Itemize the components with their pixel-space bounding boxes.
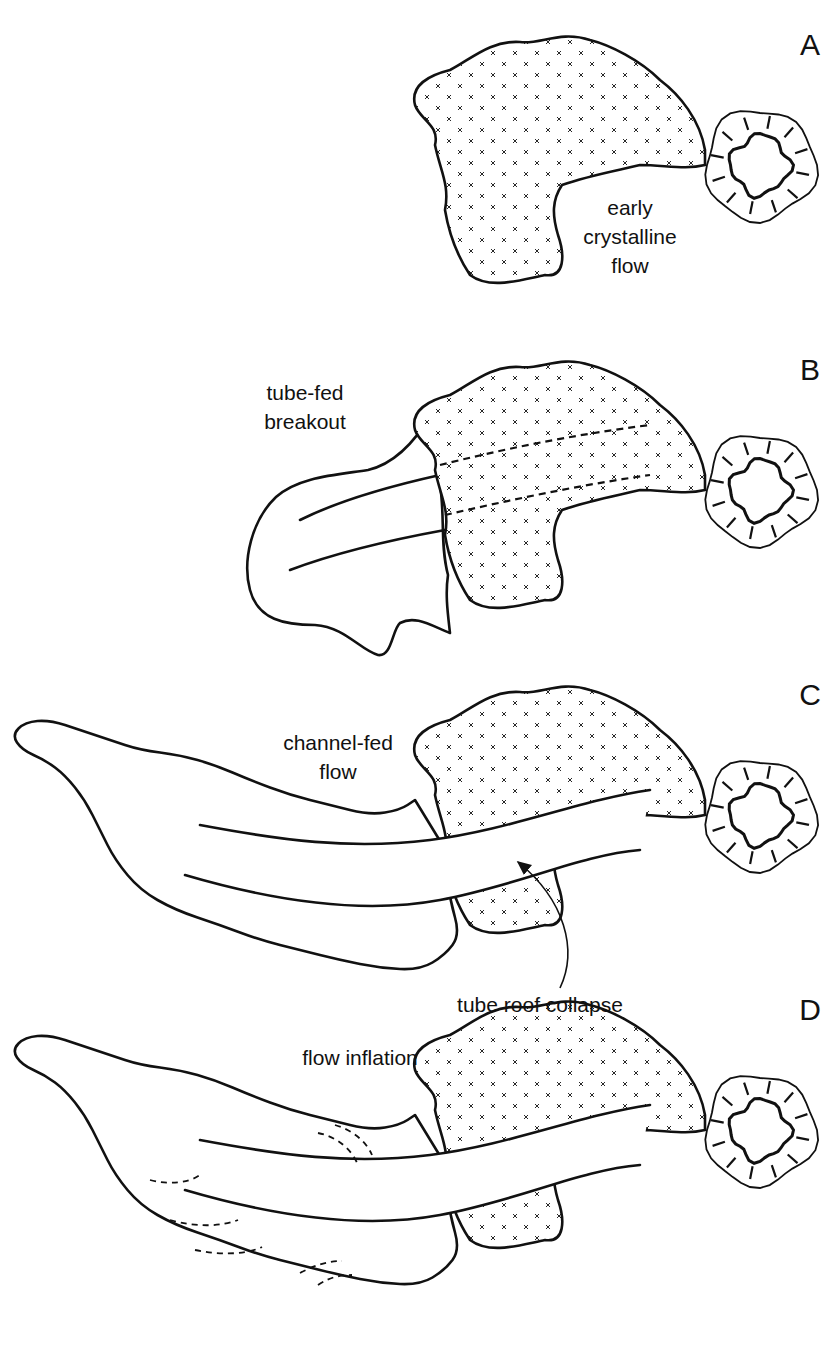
- panel-b: [247, 362, 818, 656]
- letter-label: C: [790, 678, 830, 712]
- panel-d: [15, 1002, 818, 1285]
- flow-label: early crystalline flow: [565, 193, 695, 280]
- letter-label: A: [790, 28, 830, 62]
- flow-label: channel-fed flow: [268, 728, 408, 786]
- callout-label: tube roof collapse: [410, 990, 670, 1019]
- letter-label: B: [790, 353, 830, 387]
- letter-label: D: [790, 993, 830, 1027]
- panel-c: [15, 687, 818, 988]
- panel-a: [414, 37, 818, 283]
- flow-label: tube-fed breakout: [240, 378, 370, 436]
- flow-label: flow inflation: [300, 1043, 420, 1072]
